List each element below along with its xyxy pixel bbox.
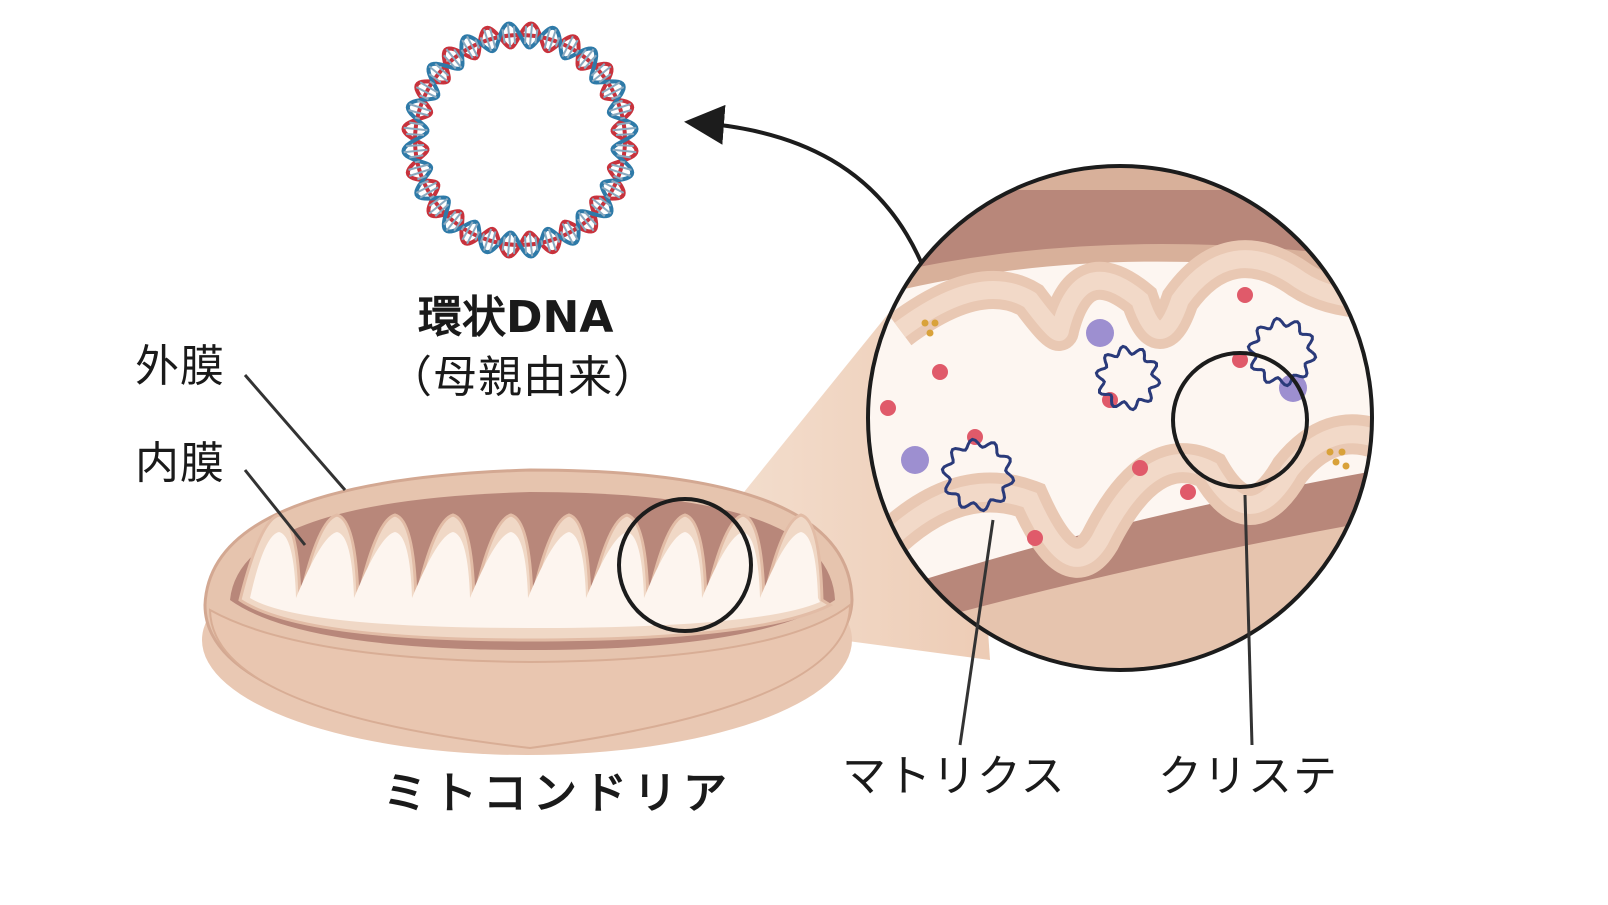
outer-membrane-leader <box>243 374 347 491</box>
matrix-label: マトリクス <box>842 751 1066 802</box>
cristae-label: クリステ <box>1158 751 1338 802</box>
zoom-circle-outline <box>866 164 1374 672</box>
circular-dna-title: 環状DNA <box>418 292 614 343</box>
inner-membrane-leader <box>243 469 307 546</box>
zoom-marker-circle <box>617 497 753 633</box>
matrix-leader <box>958 519 995 746</box>
mitochondrion <box>202 468 854 755</box>
circular-dna <box>401 21 639 259</box>
organelle-name-label: ミトコンドリア <box>383 768 733 819</box>
inner-membrane-label: 内膜 <box>135 438 225 489</box>
cristae-marker-circle <box>1171 351 1309 489</box>
circular-dna-subtitle: （母親由来） <box>388 352 658 403</box>
outer-membrane-label: 外膜 <box>135 341 225 392</box>
cristae-leader <box>1243 494 1254 746</box>
